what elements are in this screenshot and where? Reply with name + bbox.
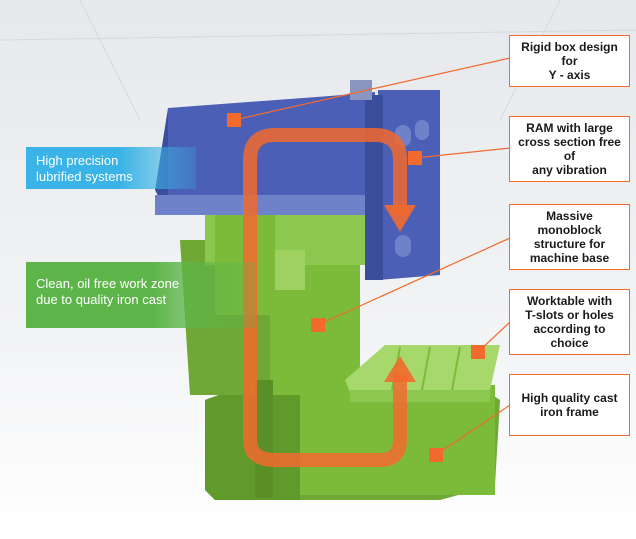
y-axis-box (155, 92, 375, 215)
banner-precision-text: High precision lubrified systems (36, 153, 133, 184)
callout-rigid-box-text: Rigid box design for Y - axis (521, 40, 618, 82)
leader-lines (233, 57, 511, 456)
callout-worktable-text: Worktable with T-slots or holes accordin… (525, 294, 614, 350)
force-flow-loop (243, 128, 407, 467)
banner-clean-text: Clean, oil free work zone due to quality… (36, 276, 180, 307)
callout-ram-text: RAM with large cross section free of any… (518, 121, 621, 177)
flow-arrow-up (384, 356, 416, 382)
callout-monoblock: Massive monoblock structure for machine … (509, 204, 630, 270)
flow-arrow-down (384, 205, 416, 232)
callout-worktable: Worktable with T-slots or holes accordin… (509, 289, 630, 355)
callout-monoblock-text: Massive monoblock structure for machine … (529, 209, 610, 265)
callout-frame-text: High quality cast iron frame (521, 391, 618, 419)
worktable (345, 345, 500, 402)
callout-frame: High quality cast iron frame (509, 374, 630, 436)
callout-rigid-box: Rigid box design for Y - axis (509, 35, 630, 87)
marker-squares (227, 113, 485, 462)
banner-clean: Clean, oil free work zone due to quality… (26, 262, 256, 328)
banner-precision: High precision lubrified systems (26, 147, 196, 189)
callout-ram: RAM with large cross section free of any… (509, 116, 630, 182)
